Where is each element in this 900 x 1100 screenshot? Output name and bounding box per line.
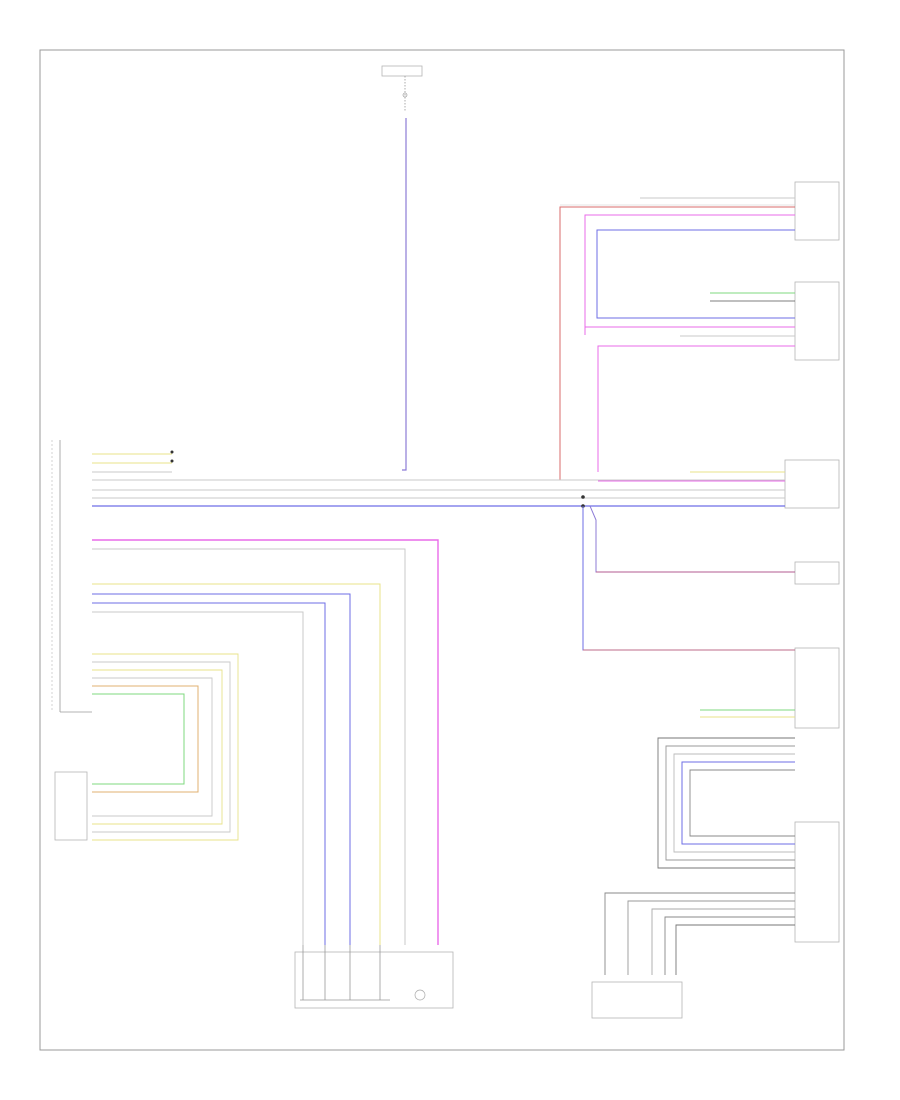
module-right-4 <box>794 561 840 585</box>
diagram-frame <box>39 49 845 1051</box>
module-left-main <box>51 440 92 713</box>
sensor-left <box>54 771 88 841</box>
harness-to-sensor <box>92 653 239 841</box>
wire-gray-switch-2 <box>92 611 304 945</box>
module-right-3 <box>784 459 840 509</box>
switch-symbol <box>414 989 426 1001</box>
module-right-1 <box>794 181 840 241</box>
wire-blue-switch-2 <box>92 602 326 945</box>
wire-pink-mod2 <box>597 345 795 472</box>
main-bus <box>92 479 785 508</box>
wire-feed-violet <box>402 118 407 471</box>
wire-yellow-switch <box>92 583 381 945</box>
wire-pink-switch <box>92 539 439 945</box>
fuse-symbol <box>402 92 408 98</box>
unit-bottom-right <box>591 892 795 1019</box>
wire-violet-drop <box>589 505 795 573</box>
switch-bottom <box>294 945 454 1009</box>
wire-gray-switch <box>92 548 406 945</box>
wire-pink-mod1 <box>584 214 795 335</box>
connector-left-upper <box>92 450 174 473</box>
module-right-2 <box>794 281 840 361</box>
wire-blue-mod1 <box>596 229 795 319</box>
harness-mod5-mod6 <box>657 737 795 869</box>
module-right-6 <box>794 821 840 943</box>
wire-blue-drop <box>582 506 795 651</box>
module-right-5 <box>794 647 840 729</box>
fuse-block-top <box>381 65 423 112</box>
wire-blue-switch-1 <box>92 593 351 945</box>
